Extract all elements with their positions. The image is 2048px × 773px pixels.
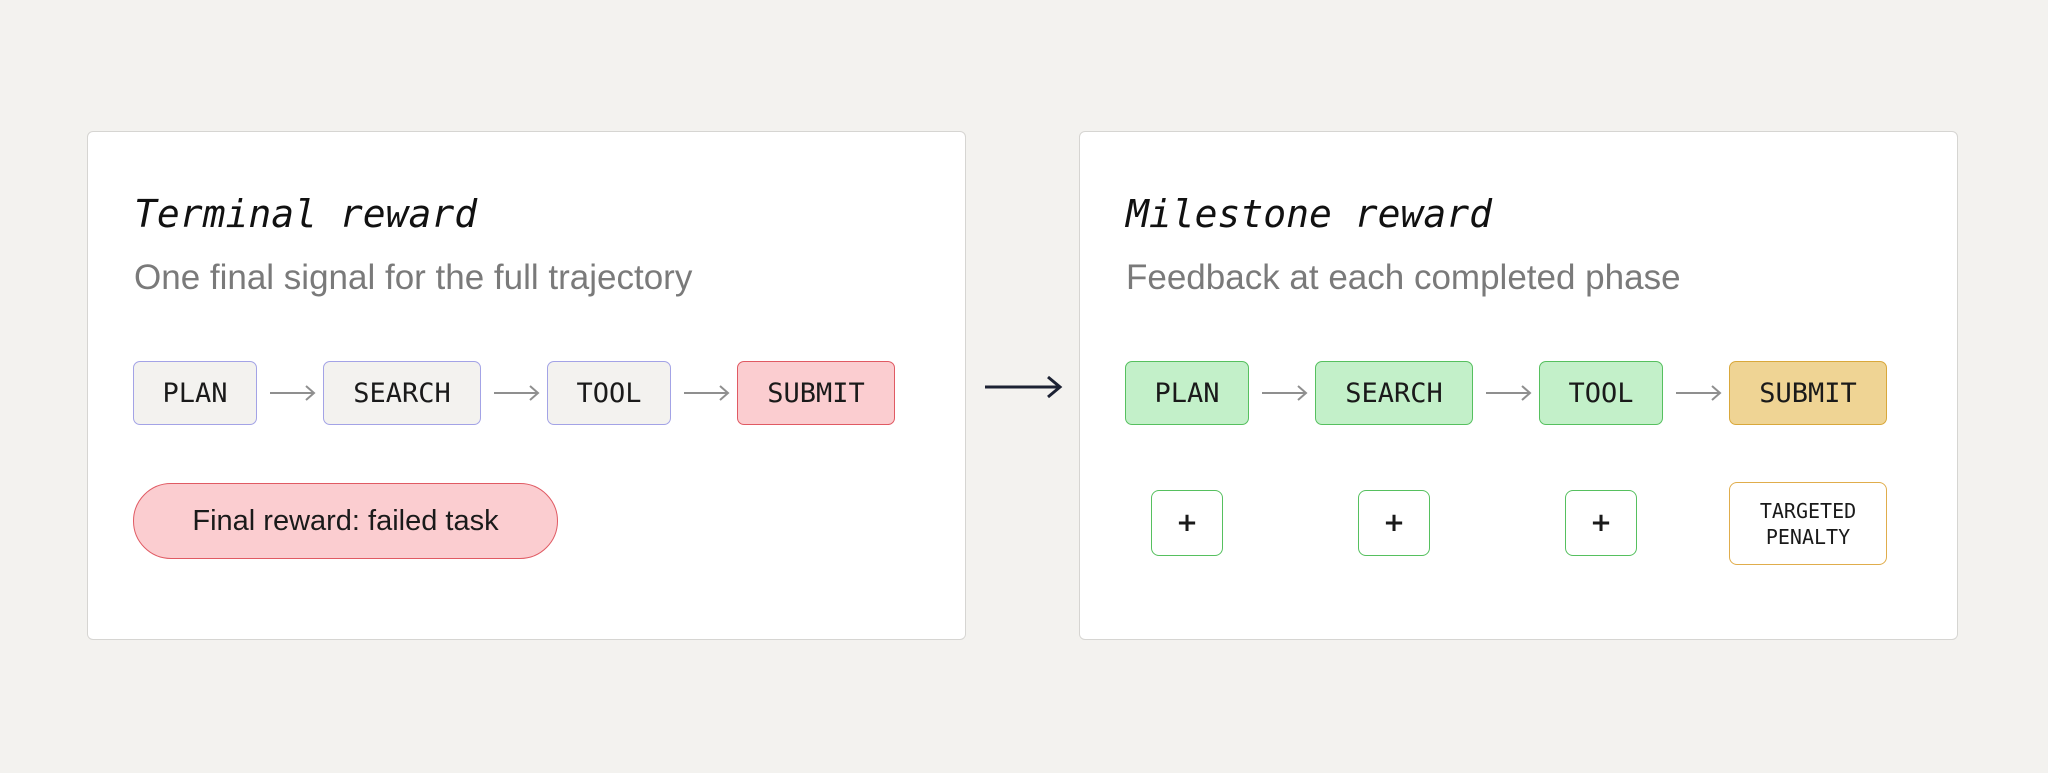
terminal-title: Terminal reward	[134, 192, 478, 236]
terminal-step-plan: PLAN	[133, 361, 257, 425]
milestone-subtitle: Feedback at each completed phase	[1126, 258, 1681, 297]
targeted-penalty-box: TARGETED PENALTY	[1729, 482, 1887, 565]
milestone-reward-panel: Milestone reward Feedback at each comple…	[1079, 131, 1958, 640]
arrow-right-icon	[1676, 385, 1722, 401]
final-reward-pill: Final reward: failed task	[133, 483, 558, 559]
milestone-title: Milestone reward	[1126, 192, 1493, 236]
arrow-right-icon	[494, 385, 540, 401]
plus-icon: +	[1565, 490, 1637, 556]
arrow-right-icon	[684, 385, 730, 401]
terminal-subtitle: One final signal for the full trajectory	[134, 258, 693, 297]
terminal-step-submit: SUBMIT	[737, 361, 895, 425]
milestone-step-submit: SUBMIT	[1729, 361, 1887, 425]
terminal-reward-panel: Terminal reward One final signal for the…	[87, 131, 966, 640]
arrow-right-icon	[1262, 385, 1308, 401]
milestone-step-search: SEARCH	[1315, 361, 1473, 425]
terminal-step-search: SEARCH	[323, 361, 481, 425]
plus-icon: +	[1358, 490, 1430, 556]
terminal-step-tool: TOOL	[547, 361, 671, 425]
milestone-step-plan: PLAN	[1125, 361, 1249, 425]
arrow-right-icon	[270, 385, 316, 401]
arrow-right-icon	[985, 375, 1063, 399]
plus-icon: +	[1151, 490, 1223, 556]
milestone-step-tool: TOOL	[1539, 361, 1663, 425]
arrow-right-icon	[1486, 385, 1532, 401]
